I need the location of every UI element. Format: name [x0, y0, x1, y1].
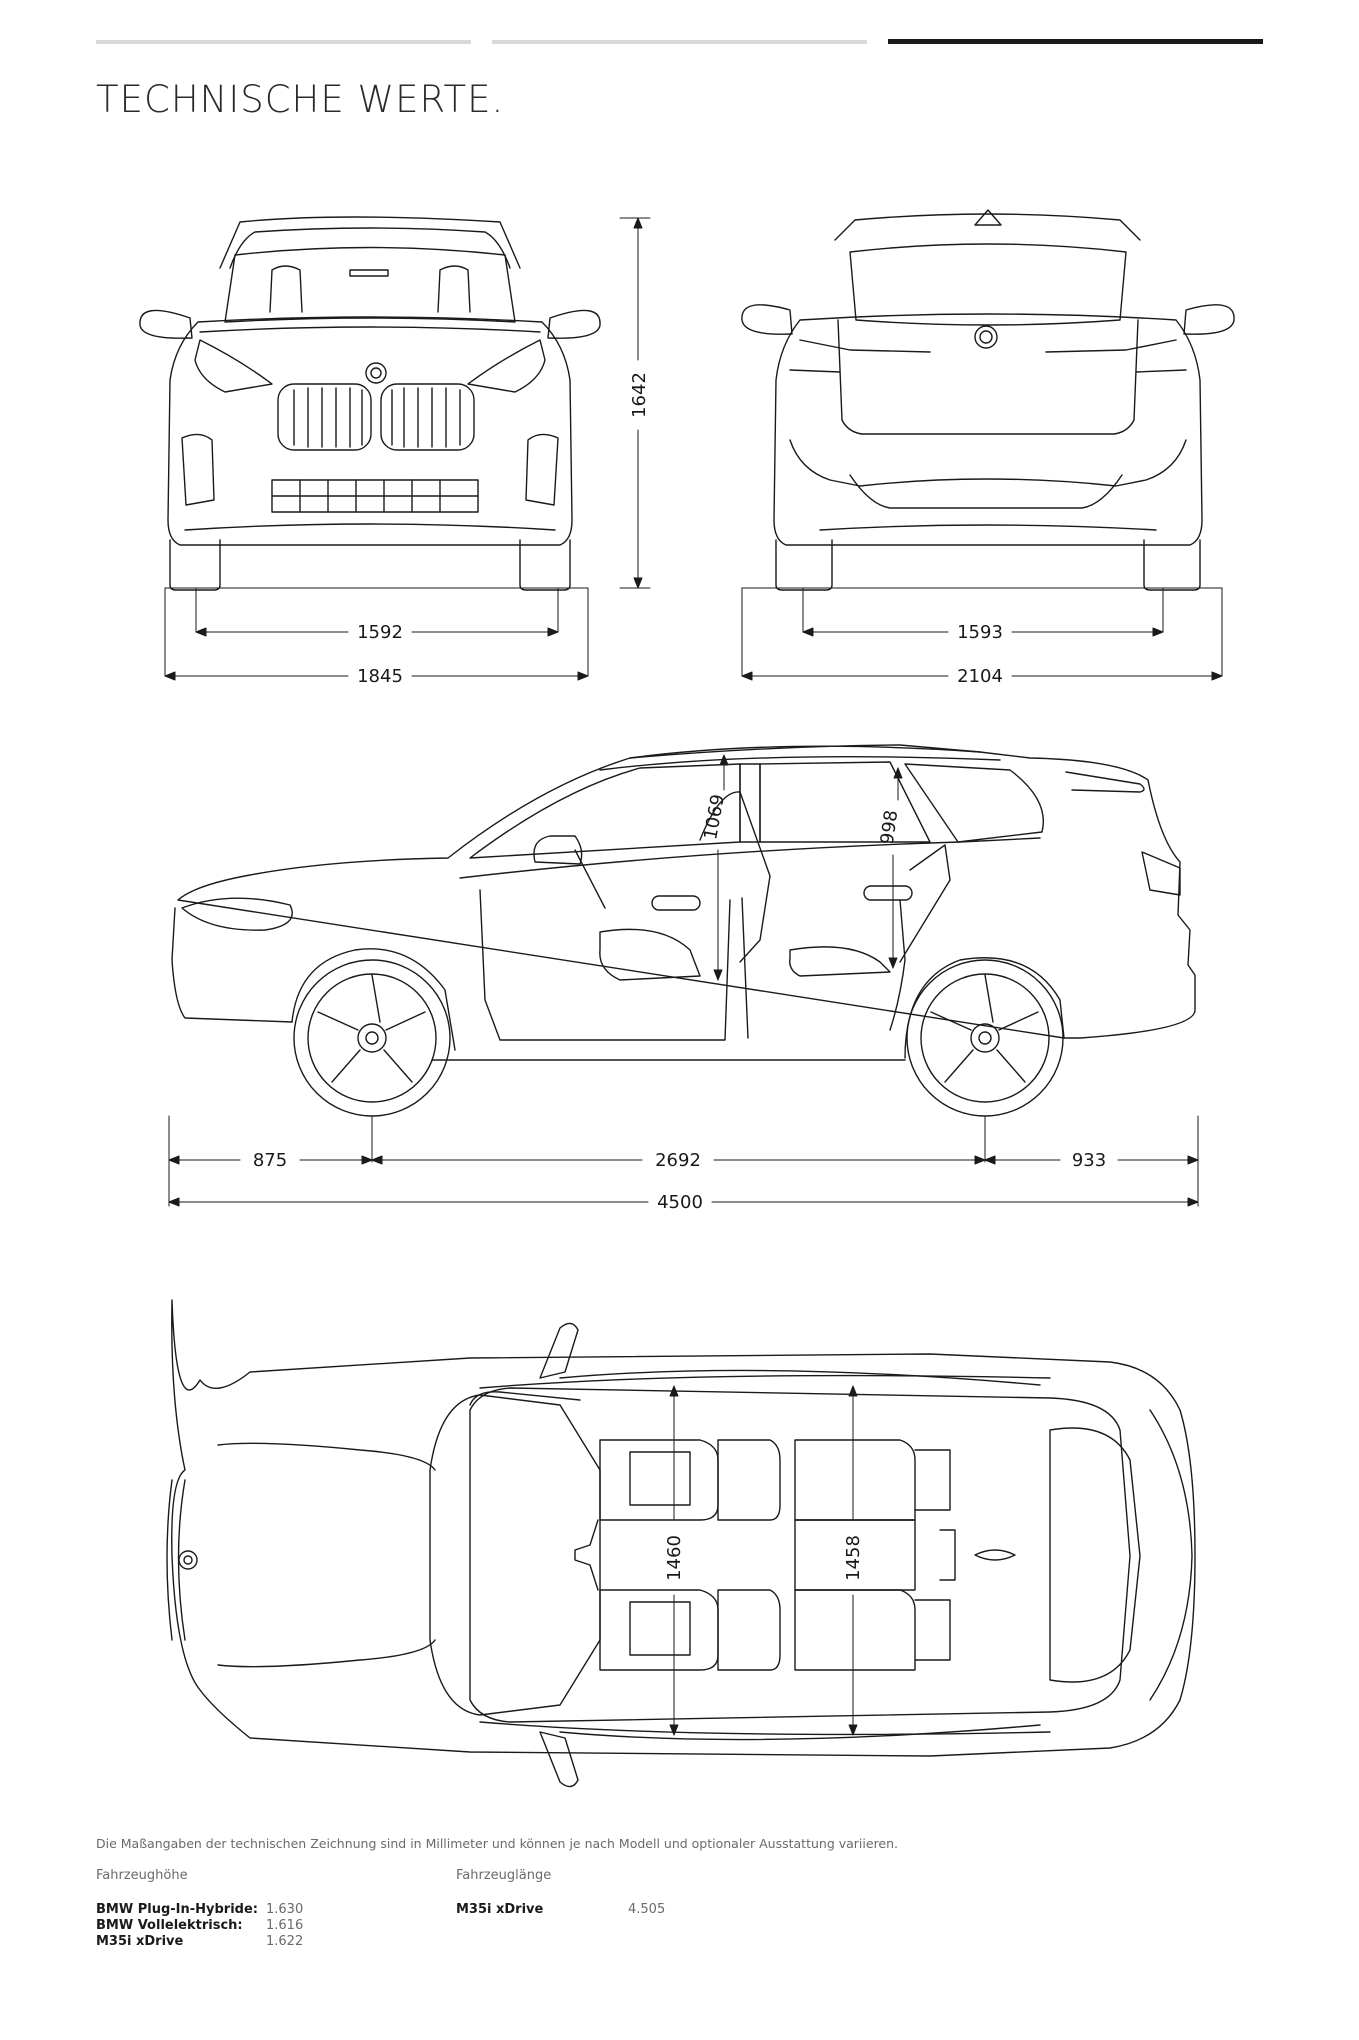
- dim-height: 1642: [629, 372, 650, 418]
- height-row-value: 1.622: [266, 1934, 304, 1949]
- length-row: M35i xDrive 4.505: [456, 1902, 665, 1918]
- dim-rear-overhang: 933: [1072, 1150, 1106, 1171]
- height-row: BMW Vollelektrisch: 1.616: [96, 1918, 303, 1934]
- footnote: Die Maßangaben der technischen Zeichnung…: [96, 1836, 899, 1851]
- dim-shoulder-rear: 1458: [843, 1535, 864, 1581]
- front-view-drawing: [139, 216, 601, 591]
- dim-headroom-front: 1069: [700, 793, 729, 842]
- height-row-label: BMW Plug-In-Hybride:: [96, 1902, 258, 1917]
- height-row-value: 1.616: [266, 1918, 304, 1933]
- progress-segment-3: [888, 39, 1263, 44]
- dim-headroom-rear: 998: [877, 809, 903, 846]
- height-heading: Fahrzeughöhe: [96, 1868, 188, 1883]
- height-row: BMW Plug-In-Hybride: 1.630: [96, 1902, 303, 1918]
- top-view-drawing: [166, 1299, 1196, 1788]
- dim-rear-track: 1593: [957, 622, 1003, 643]
- dim-length: 4500: [657, 1192, 703, 1213]
- height-row-value: 1.630: [266, 1902, 304, 1917]
- height-row-label: BMW Vollelektrisch:: [96, 1918, 243, 1933]
- dim-front-track: 1592: [357, 622, 403, 643]
- dim-front-overhang: 875: [253, 1150, 287, 1171]
- dim-wheelbase: 2692: [655, 1150, 701, 1171]
- progress-segment-1: [96, 40, 471, 44]
- height-row: M35i xDrive 1.622: [96, 1934, 303, 1950]
- front-rear-dimension-lines: [164, 217, 1223, 681]
- dim-front-width: 1845: [357, 666, 403, 687]
- rear-view-drawing: [741, 209, 1235, 591]
- side-view-drawing: [171, 744, 1196, 1117]
- side-length-dims: [168, 1115, 1199, 1207]
- page-title: TECHNISCHE WERTE.: [96, 78, 505, 121]
- dim-rear-width: 2104: [957, 666, 1003, 687]
- length-heading: Fahrzeuglänge: [456, 1868, 552, 1883]
- height-row-label: M35i xDrive: [96, 1934, 184, 1949]
- progress-segment-2: [492, 40, 867, 44]
- dim-shoulder-front: 1460: [664, 1535, 685, 1581]
- length-row-label: M35i xDrive: [456, 1902, 544, 1917]
- length-row-value: 4.505: [628, 1902, 666, 1917]
- side-headroom-dims: [713, 754, 903, 981]
- top-width-dims: [669, 1385, 858, 1736]
